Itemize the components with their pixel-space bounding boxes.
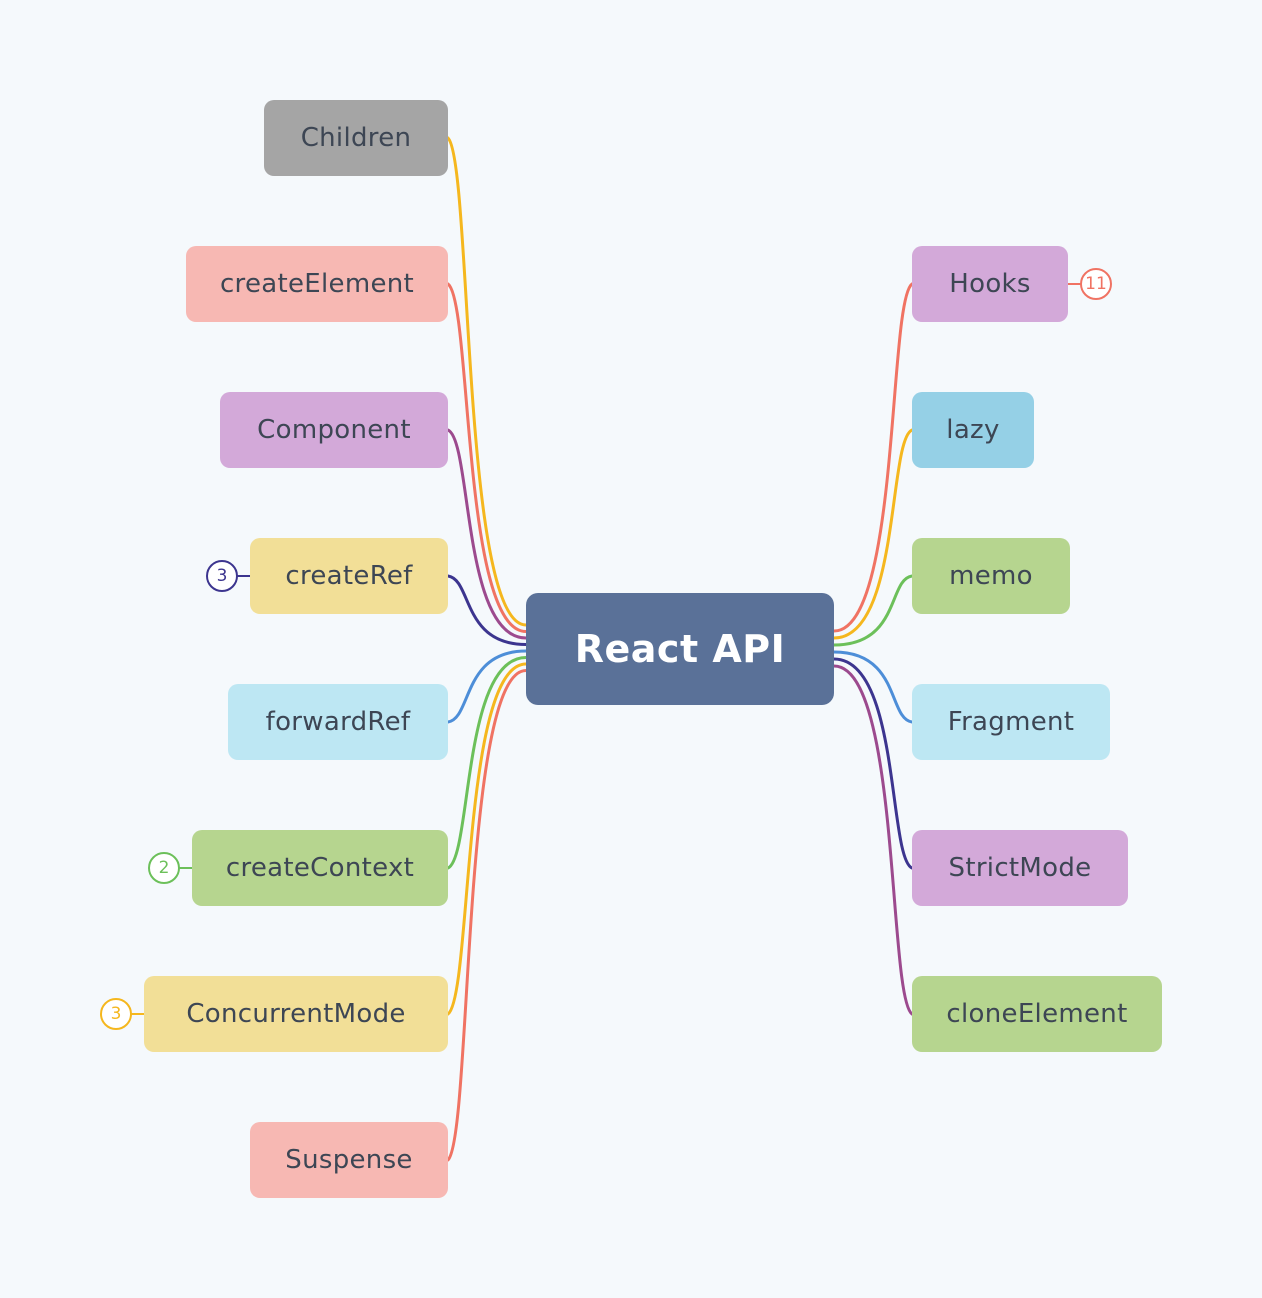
node-suspense[interactable]: Suspense	[250, 1122, 448, 1198]
root-node[interactable]: React API	[526, 593, 834, 705]
node-lazy[interactable]: lazy	[912, 392, 1034, 468]
connector-line	[446, 282, 528, 633]
root-label: React API	[574, 627, 786, 671]
node-label: Children	[300, 123, 412, 153]
node-label: createRef	[285, 561, 413, 591]
badge-connector	[236, 575, 250, 577]
node-label: StrictMode	[948, 853, 1092, 883]
badge-connector	[1068, 283, 1082, 285]
child-count-badge[interactable]: 2	[148, 852, 180, 884]
connector-line	[832, 657, 914, 870]
node-label: lazy	[946, 415, 1000, 445]
node-label: memo	[949, 561, 1033, 591]
connector-line	[446, 428, 528, 640]
badge-connector	[178, 867, 192, 869]
node-label: cloneElement	[946, 999, 1128, 1029]
node-children[interactable]: Children	[264, 100, 448, 176]
node-forward-ref[interactable]: forwardRef	[228, 684, 448, 760]
connector-line	[832, 282, 914, 633]
node-fragment[interactable]: Fragment	[912, 684, 1110, 760]
connector-line	[832, 428, 914, 640]
node-create-element[interactable]: createElement	[186, 246, 448, 322]
connector-line	[832, 650, 914, 724]
connector-line	[446, 649, 528, 724]
connector-line	[446, 656, 528, 870]
node-label: Fragment	[947, 707, 1075, 737]
node-label: Suspense	[285, 1145, 413, 1175]
node-label: forwardRef	[265, 707, 411, 737]
node-label: ConcurrentMode	[186, 999, 406, 1029]
node-hooks[interactable]: Hooks	[912, 246, 1068, 322]
node-strict-mode[interactable]: StrictMode	[912, 830, 1128, 906]
connector-line	[832, 664, 914, 1016]
child-count-badge[interactable]: 3	[100, 998, 132, 1030]
child-count-badge[interactable]: 3	[206, 560, 238, 592]
node-create-ref[interactable]: createRef	[250, 538, 448, 614]
child-count-badge[interactable]: 11	[1080, 268, 1112, 300]
node-memo[interactable]: memo	[912, 538, 1070, 614]
node-clone-element[interactable]: cloneElement	[912, 976, 1162, 1052]
connector-line	[446, 669, 528, 1162]
node-label: Hooks	[949, 269, 1031, 299]
node-create-context[interactable]: createContext	[192, 830, 448, 906]
badge-connector	[130, 1013, 144, 1015]
connector-line	[446, 574, 528, 646]
node-label: createContext	[225, 853, 415, 883]
connector-line	[446, 662, 528, 1016]
connector-line	[446, 136, 528, 627]
node-component[interactable]: Component	[220, 392, 448, 468]
node-concurrent-mode[interactable]: ConcurrentMode	[144, 976, 448, 1052]
node-label: createElement	[219, 269, 415, 299]
node-label: Component	[257, 415, 411, 445]
connector-line	[832, 574, 914, 647]
